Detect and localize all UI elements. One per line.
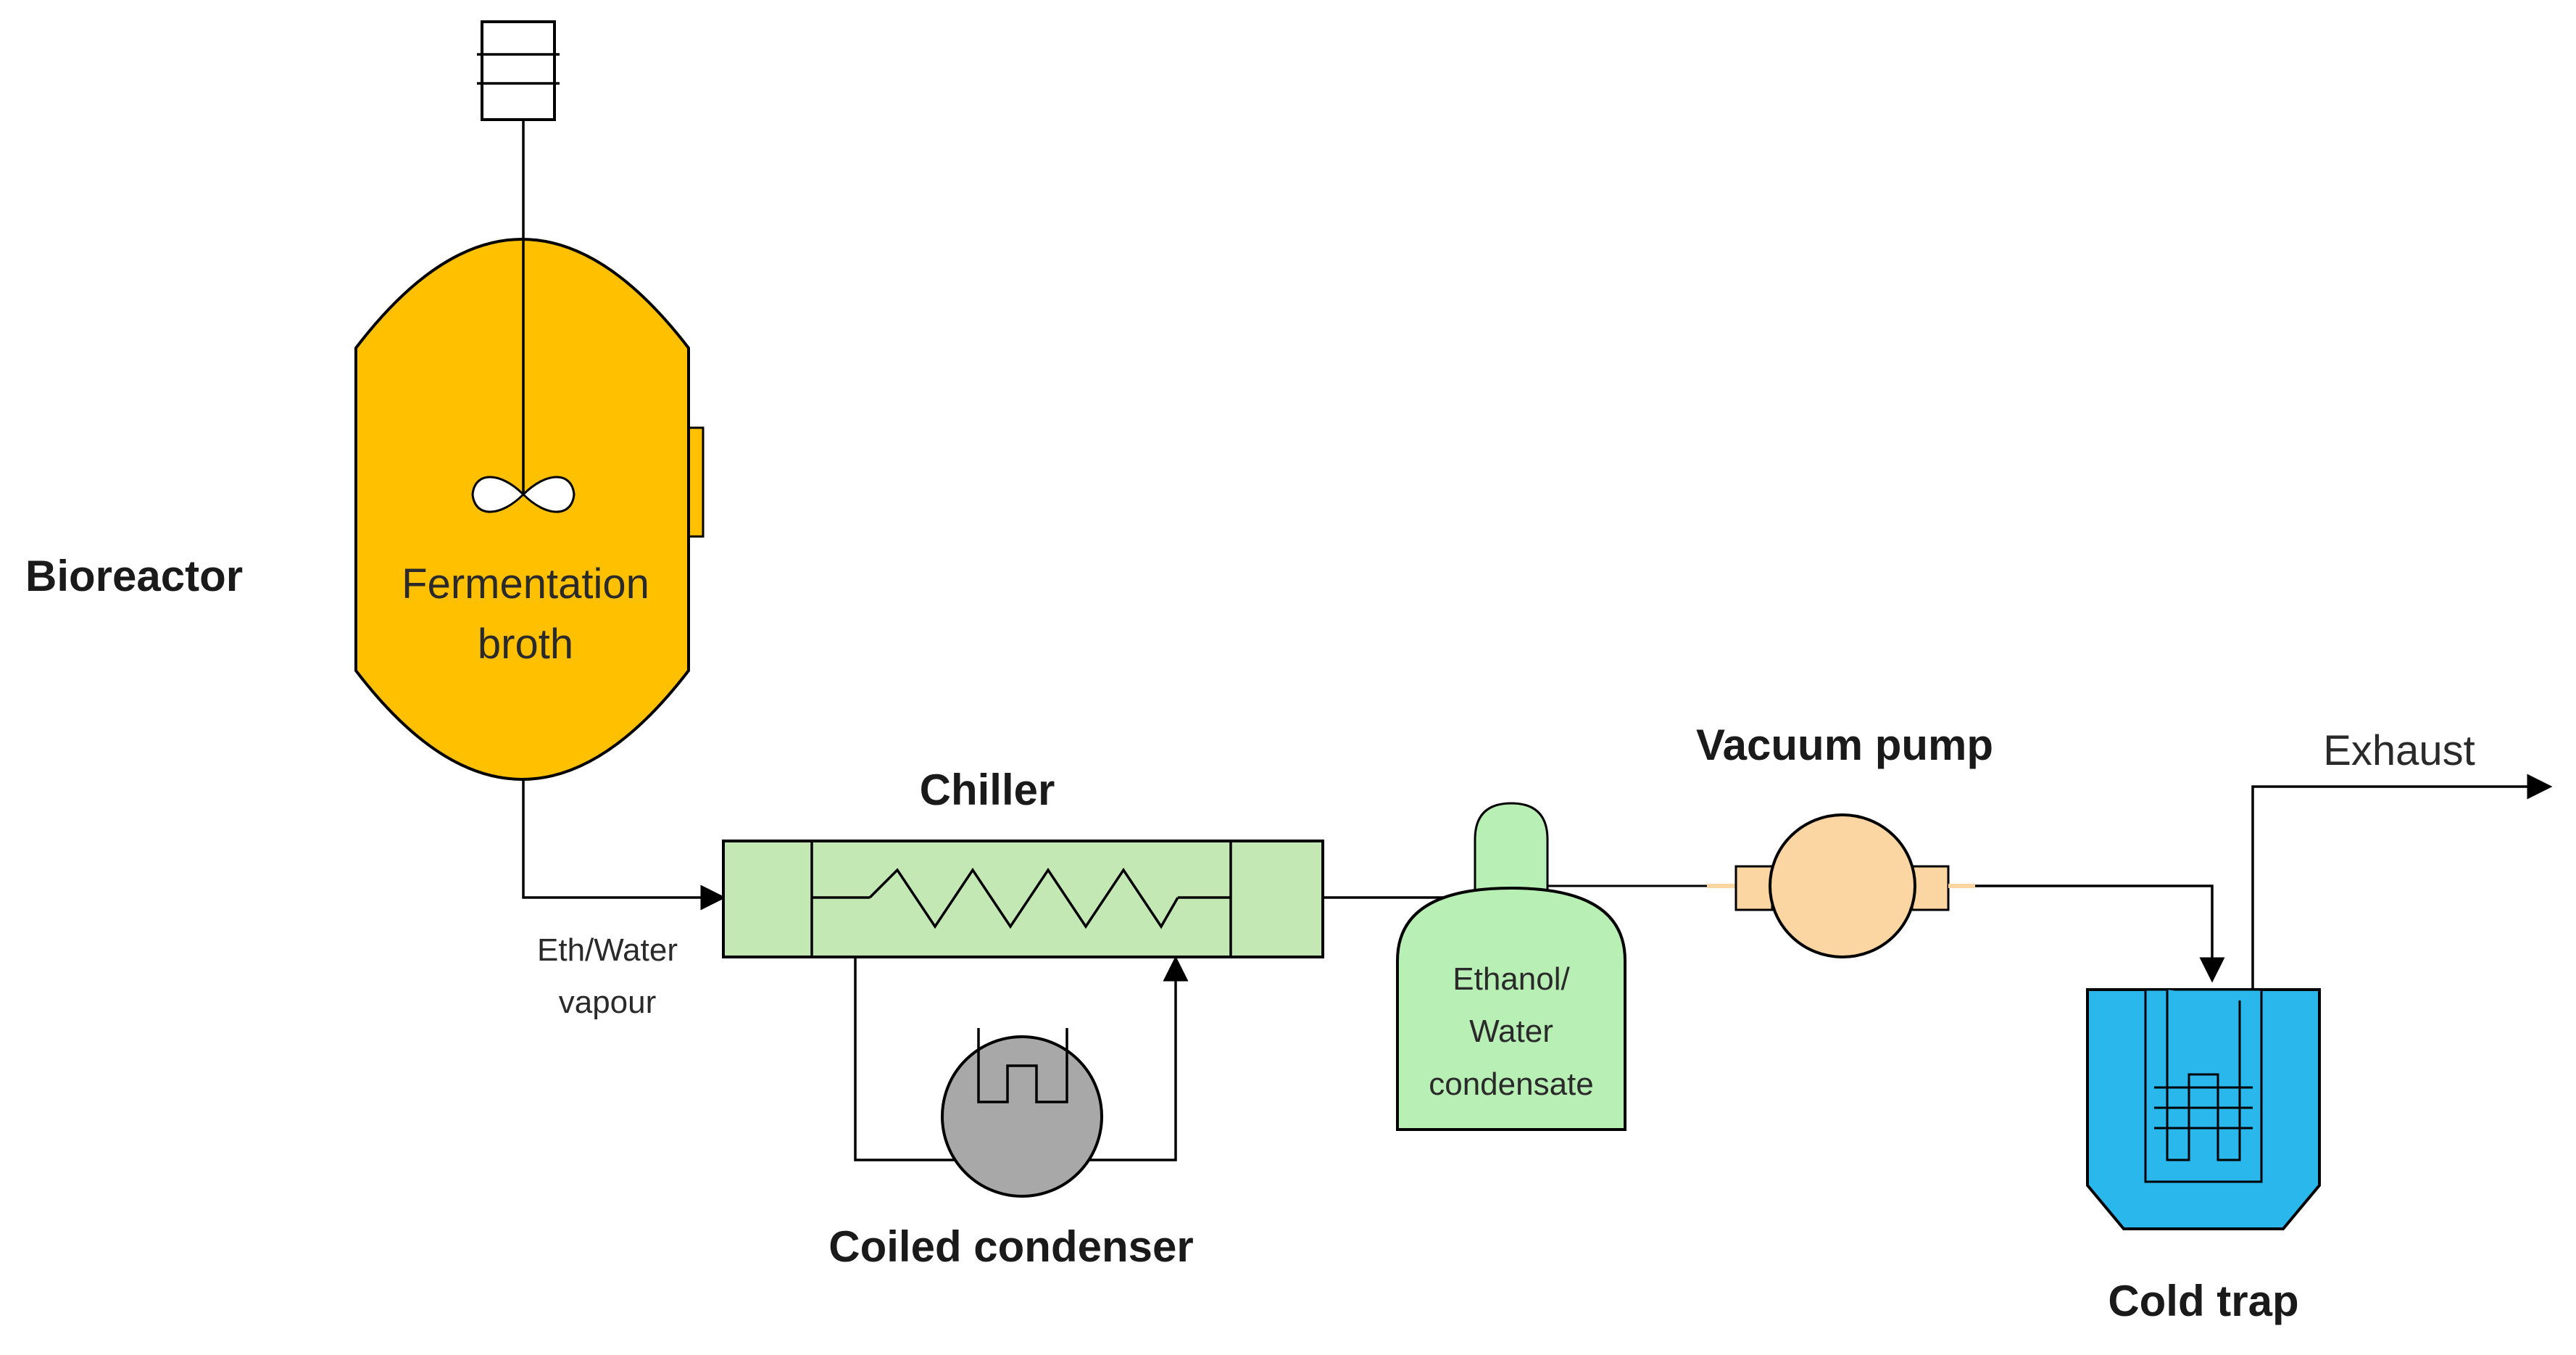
zigzag-coil-icon	[868, 867, 1179, 929]
chiller-label: Chiller	[920, 766, 1055, 814]
vapour-line	[522, 779, 726, 911]
fermentation-broth-label-line1: Fermentation	[402, 560, 649, 608]
pump-outlet-line	[1975, 884, 2225, 983]
vacuum-pump-label: Vacuum pump	[1696, 721, 1993, 769]
exhaust-label: Exhaust	[2323, 727, 2475, 774]
condensate-vessel	[1396, 802, 1626, 1131]
impeller-icon	[471, 476, 576, 513]
condensate-label-line3: condensate	[1429, 1066, 1594, 1102]
motor-icon	[477, 20, 560, 121]
cold-trap	[2086, 988, 2321, 1230]
chiller	[722, 840, 1324, 958]
coiled-condenser	[941, 1028, 1103, 1198]
exhaust-line	[2251, 774, 2553, 990]
eth-water-vapour-label-line2: vapour	[559, 985, 657, 1020]
bioreactor-label: Bioreactor	[25, 552, 243, 600]
vacuum-pump	[1734, 813, 1950, 958]
trap-coil-icon	[2166, 990, 2241, 1161]
condensate-label-line1: Ethanol/	[1453, 961, 1570, 997]
coiled-condenser-label: Coiled condenser	[828, 1222, 1193, 1271]
eth-water-vapour-label-line1: Eth/Water	[537, 932, 678, 968]
condenser-coil-icon	[977, 1028, 1068, 1103]
cold-trap-label: Cold trap	[2108, 1277, 2298, 1325]
bioreactor-vessel	[354, 238, 705, 781]
condensate-label-line2: Water	[1469, 1014, 1553, 1049]
fermentation-broth-label-line2: broth	[478, 621, 573, 668]
